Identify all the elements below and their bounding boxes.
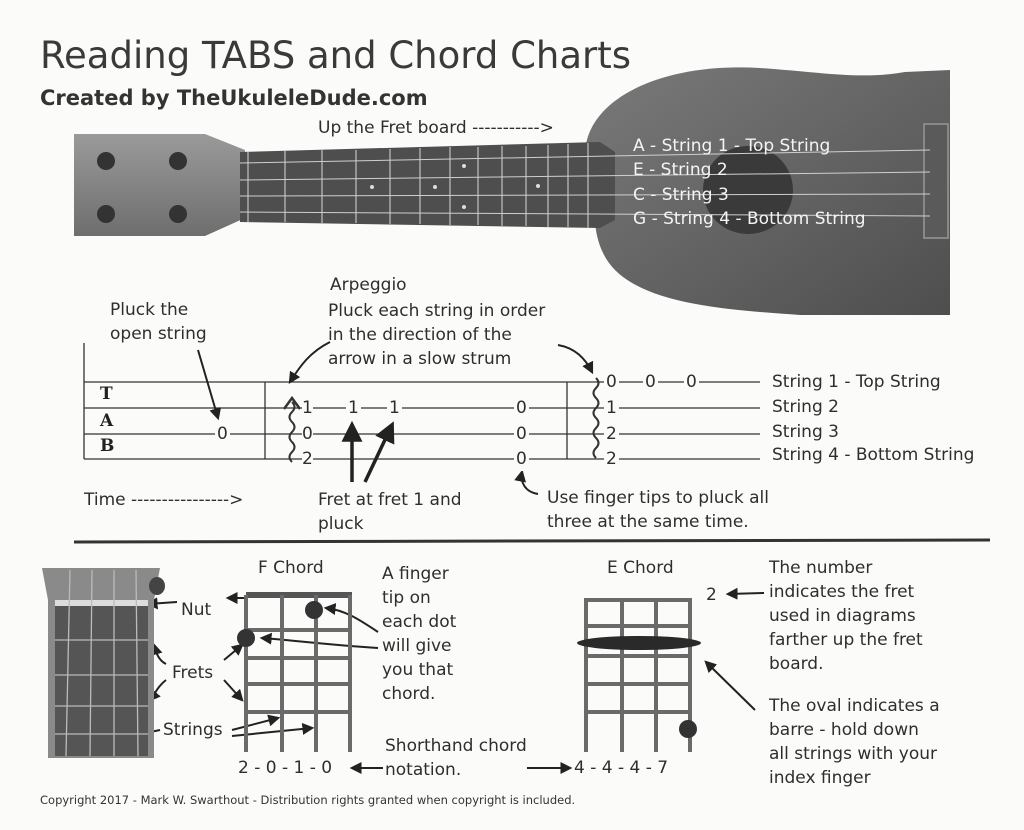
sound-hole bbox=[703, 146, 793, 234]
arpeggio-squiggle bbox=[592, 377, 600, 459]
tab-letter-b: B bbox=[100, 436, 115, 456]
arpeggio-title: Arpeggio bbox=[330, 275, 407, 295]
tab-string-4-label: String 4 - Bottom String bbox=[772, 445, 975, 465]
tab-string-3-label: String 3 bbox=[772, 422, 839, 442]
finger-dot bbox=[237, 629, 255, 647]
tab-number: 0 bbox=[302, 422, 313, 446]
tab-number: 1 bbox=[346, 396, 361, 420]
tuning-peg bbox=[97, 205, 115, 223]
fret-markers bbox=[370, 164, 540, 209]
bridge bbox=[923, 123, 949, 239]
tab-number: 2 bbox=[302, 447, 313, 471]
arpeggio-description: Pluck each string in order in the direct… bbox=[328, 301, 546, 369]
tab-number: 1 bbox=[302, 396, 313, 420]
e-chord-diagram bbox=[584, 598, 692, 752]
tab-number: 0 bbox=[643, 370, 658, 394]
finger-dot bbox=[679, 720, 697, 738]
ukulele-photo bbox=[74, 67, 950, 315]
tab-letter-t: T bbox=[100, 384, 113, 404]
tab-staff bbox=[83, 343, 760, 460]
section-divider bbox=[73, 538, 991, 544]
tab-number: 2 bbox=[604, 422, 619, 446]
string-2-label: E - String 2 bbox=[633, 160, 728, 180]
tab-number: 2 bbox=[604, 447, 619, 471]
pluck-open-note: Pluck the open string bbox=[110, 300, 207, 344]
fingertips-note: Use finger tips to pluck all three at th… bbox=[547, 488, 769, 532]
page-subtitle: Created by TheUkuleleDude.com bbox=[40, 86, 428, 110]
neck bbox=[240, 142, 615, 228]
finger-tip-note: A finger tip on each dot will give you t… bbox=[382, 564, 457, 704]
tuning-peg bbox=[169, 205, 187, 223]
f-chord-shorthand: 2 - 0 - 1 - 0 bbox=[238, 758, 333, 778]
e-chord-fret-number: 2 bbox=[706, 585, 717, 605]
frets-label: Frets bbox=[172, 663, 214, 683]
barre-oval bbox=[577, 636, 701, 650]
headstock bbox=[74, 134, 245, 236]
tab-number: 1 bbox=[387, 396, 402, 420]
strings-label: Strings bbox=[163, 720, 223, 740]
arpeggio-squiggle bbox=[288, 401, 296, 463]
tab-number: 0 bbox=[514, 396, 529, 420]
barre-note: The oval indicates a barre - hold down a… bbox=[769, 696, 940, 788]
string-4-label: G - String 4 - Bottom String bbox=[633, 209, 866, 229]
e-chord-shorthand: 4 - 4 - 4 - 7 bbox=[574, 758, 669, 778]
string-1-label: A - String 1 - Top String bbox=[633, 136, 831, 156]
fretboard-direction-caption: Up the Fret board -----------> bbox=[318, 118, 554, 138]
neck-strings bbox=[239, 149, 931, 217]
shorthand-note: Shorthand chord notation. bbox=[385, 736, 527, 780]
arpeggio-arrowhead bbox=[282, 395, 302, 410]
tuning-peg bbox=[97, 152, 115, 170]
tab-number: 0 bbox=[604, 370, 619, 394]
f-chord-diagram bbox=[244, 592, 352, 752]
string-3-label: C - String 3 bbox=[633, 185, 729, 205]
tab-number: 0 bbox=[514, 447, 529, 471]
copyright-notice: Copyright 2017 - Mark W. Swarthout - Dis… bbox=[40, 793, 576, 807]
tab-number: 0 bbox=[684, 370, 699, 394]
time-label: Time ----------------> bbox=[84, 490, 244, 510]
tab-number: 0 bbox=[514, 422, 529, 446]
nut-label: Nut bbox=[181, 600, 212, 620]
fretboard-photo bbox=[42, 568, 165, 758]
tuning-peg bbox=[169, 152, 187, 170]
finger-dot bbox=[305, 601, 323, 619]
tab-string-2-label: String 2 bbox=[772, 397, 839, 417]
annotation-arrows bbox=[114, 341, 765, 774]
tab-string-1-label: String 1 - Top String bbox=[772, 372, 941, 392]
tab-number: 0 bbox=[215, 422, 230, 446]
tab-letter-a: A bbox=[100, 411, 114, 431]
f-chord-title: F Chord bbox=[258, 558, 324, 578]
page-title: Reading TABS and Chord Charts bbox=[40, 34, 632, 77]
fret-note: Fret at fret 1 and pluck bbox=[318, 490, 462, 534]
tab-number: 1 bbox=[604, 396, 619, 420]
fret-number-note: The number indicates the fret used in di… bbox=[769, 558, 923, 674]
e-chord-title: E Chord bbox=[607, 558, 674, 578]
